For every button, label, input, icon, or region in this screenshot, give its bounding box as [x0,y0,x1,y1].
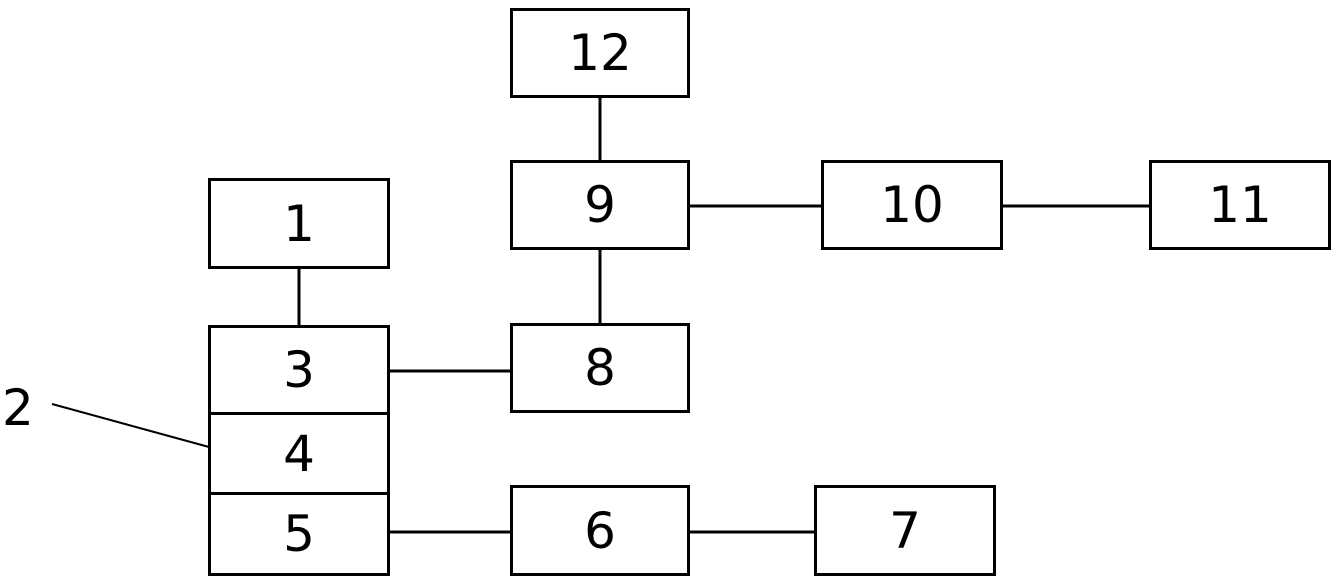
box-10: 10 [821,160,1003,250]
box-3: 3 [208,325,390,415]
box-7-label: 7 [889,501,921,560]
box-3-label: 3 [283,341,315,399]
box-5: 5 [208,492,390,576]
box-4-label: 4 [283,424,315,483]
stacked-module-2: 3 4 5 [208,325,390,576]
box-9-label: 9 [584,176,616,234]
box-5-label: 5 [283,505,315,563]
box-1: 1 [208,178,390,269]
box-12: 12 [510,8,690,98]
box-6: 6 [510,485,690,576]
box-11-label: 11 [1208,176,1272,234]
box-8-label: 8 [584,339,616,397]
callout-label-2: 2 [2,379,34,437]
box-10-label: 10 [880,176,944,234]
box-8: 8 [510,323,690,413]
box-1-label: 1 [283,194,315,253]
box-11: 11 [1149,160,1331,250]
box-4: 4 [208,412,390,495]
box-9: 9 [510,160,690,250]
box-6-label: 6 [584,501,616,560]
box-7: 7 [814,485,996,576]
box-12-label: 12 [568,24,632,82]
callout-leader-2 [51,403,210,448]
